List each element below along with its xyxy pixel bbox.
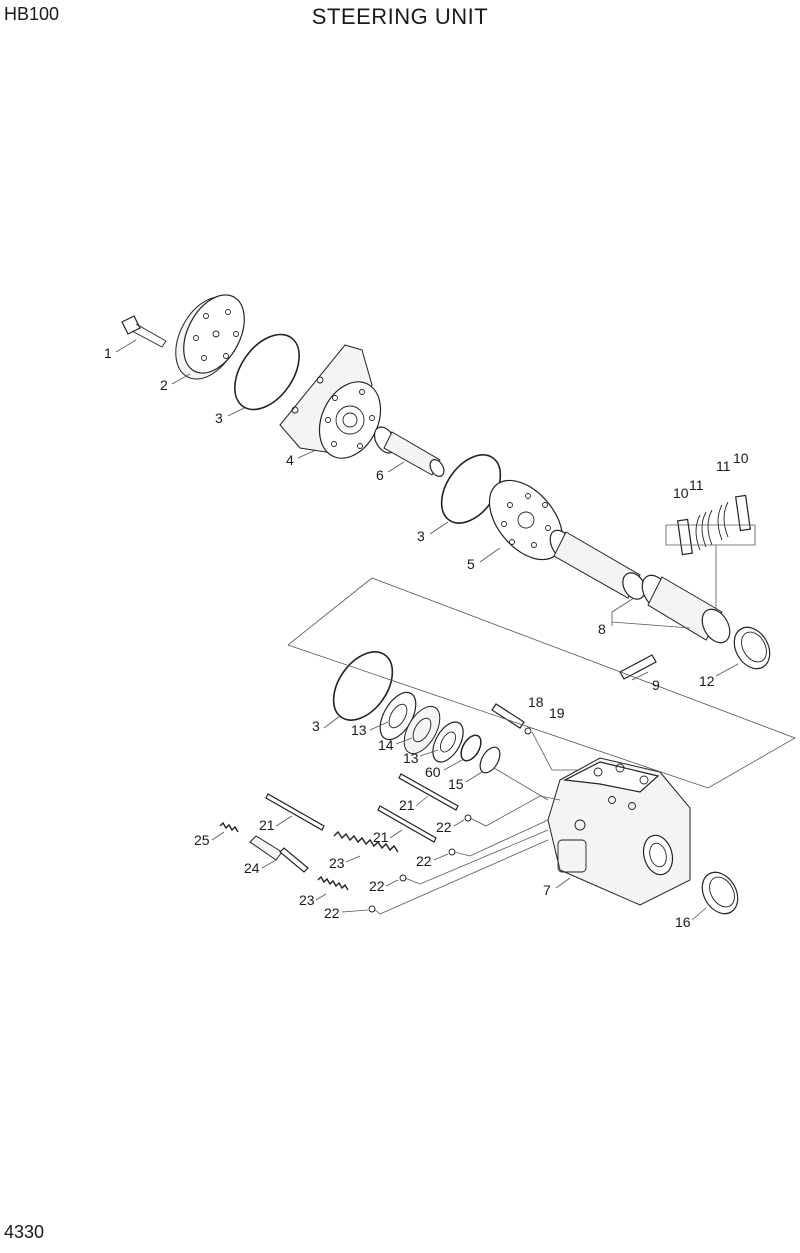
callout-10: 10 [673, 485, 689, 501]
callout-7: 7 [543, 882, 551, 898]
callout-6: 6 [376, 467, 384, 483]
callout-labels: 1 2 3 4 6 3 5 10 11 11 10 8 9 12 3 13 14… [104, 345, 749, 930]
callout-21: 21 [373, 829, 389, 845]
part-cross-pin [619, 654, 657, 680]
callout-22: 22 [369, 878, 385, 894]
callout-3: 3 [215, 410, 223, 426]
part-small-springs [219, 821, 399, 891]
callout-9: 9 [652, 677, 660, 693]
callout-16: 16 [675, 914, 691, 930]
callout-22: 22 [416, 853, 432, 869]
callout-13: 13 [403, 750, 419, 766]
part-bearing-washers [379, 691, 501, 774]
callout-22: 22 [324, 905, 340, 921]
callout-14: 14 [378, 737, 394, 753]
callout-12: 12 [699, 673, 715, 689]
callout-25: 25 [194, 832, 210, 848]
callout-11: 11 [689, 477, 704, 493]
part-end-cap [175, 294, 245, 380]
part-valve-housing [547, 757, 691, 906]
callout-8: 8 [598, 621, 606, 637]
model-label: HB100 [4, 4, 60, 24]
page-title: STEERING UNIT [311, 4, 489, 29]
part-rods [265, 773, 459, 843]
part-ring [733, 626, 771, 670]
callout-3: 3 [417, 528, 425, 544]
callout-19: 19 [549, 705, 565, 721]
part-o-ring-lower [332, 651, 394, 721]
callout-1: 1 [104, 345, 112, 361]
page-number: 4330 [4, 1222, 45, 1242]
callout-23: 23 [299, 892, 315, 908]
callout-4: 4 [286, 452, 294, 468]
callout-11: 11 [716, 458, 731, 474]
callout-23: 23 [329, 855, 345, 871]
callout-24: 24 [244, 860, 260, 876]
callout-21: 21 [399, 797, 415, 813]
callout-10: 10 [733, 450, 749, 466]
callout-5: 5 [467, 556, 475, 572]
callout-21: 21 [259, 817, 275, 833]
part-drive-shaft [373, 426, 445, 477]
part-relief-valve [249, 835, 309, 873]
part-centering-springs [677, 494, 751, 556]
part-bolt [121, 315, 167, 348]
callout-3: 3 [312, 718, 320, 734]
part-gear-set [279, 344, 382, 459]
part-o-ring-top [234, 333, 300, 411]
callout-60: 60 [425, 764, 441, 780]
part-check-pin [491, 703, 532, 735]
callout-22: 22 [436, 819, 452, 835]
callout-leaders [115, 339, 739, 921]
callout-18: 18 [528, 694, 544, 710]
part-spool-sleeve [549, 529, 731, 644]
callout-13: 13 [351, 722, 367, 738]
assembly-lines [287, 524, 796, 915]
callout-2: 2 [160, 377, 168, 393]
callout-15: 15 [448, 776, 464, 792]
part-dust-seal [701, 871, 739, 915]
